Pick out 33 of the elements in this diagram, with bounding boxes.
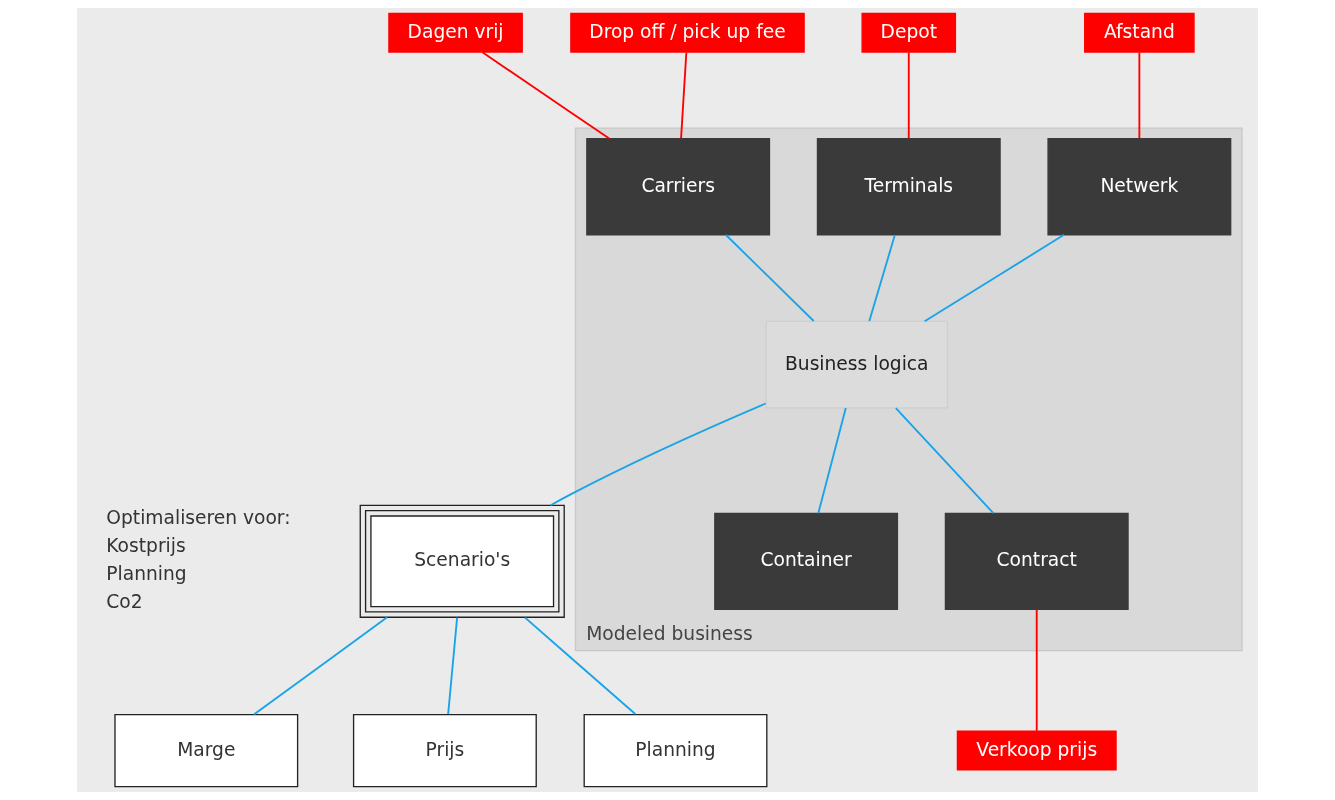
node-box: Contract bbox=[944, 512, 1129, 610]
node-box: Drop off / pick up fee bbox=[570, 12, 805, 53]
label: Co2 bbox=[106, 591, 143, 613]
node-box: Business logica bbox=[765, 320, 949, 409]
label: Kostprijs bbox=[106, 535, 186, 557]
connector bbox=[549, 402, 767, 507]
node-box: Verkoop prijs bbox=[956, 730, 1117, 771]
node-box: Planning bbox=[583, 713, 768, 788]
connector bbox=[907, 51, 910, 140]
node-box: Dagen vrij bbox=[388, 12, 523, 53]
connector bbox=[923, 233, 1065, 323]
node-box: Carriers bbox=[586, 138, 771, 236]
connector bbox=[894, 407, 995, 515]
node-box: Container bbox=[714, 512, 899, 610]
node-box: Terminals bbox=[816, 138, 1001, 236]
connector bbox=[524, 616, 637, 715]
connector bbox=[447, 616, 459, 715]
node-box: Netwerk bbox=[1047, 138, 1232, 236]
node-box: Depot bbox=[861, 12, 957, 53]
connector bbox=[680, 51, 688, 140]
connector bbox=[253, 616, 389, 716]
connector bbox=[1035, 608, 1038, 732]
connector bbox=[817, 407, 847, 515]
connector bbox=[1138, 51, 1141, 140]
node-box: Scenario's bbox=[359, 504, 565, 618]
node-box: Marge bbox=[114, 713, 299, 788]
connector bbox=[481, 51, 611, 140]
node-box: Afstand bbox=[1084, 12, 1195, 53]
node-box: Prijs bbox=[352, 713, 537, 788]
connector bbox=[868, 234, 896, 322]
label: Optimaliseren voor: bbox=[106, 507, 291, 529]
connector bbox=[725, 234, 815, 322]
label: Planning bbox=[106, 563, 187, 585]
